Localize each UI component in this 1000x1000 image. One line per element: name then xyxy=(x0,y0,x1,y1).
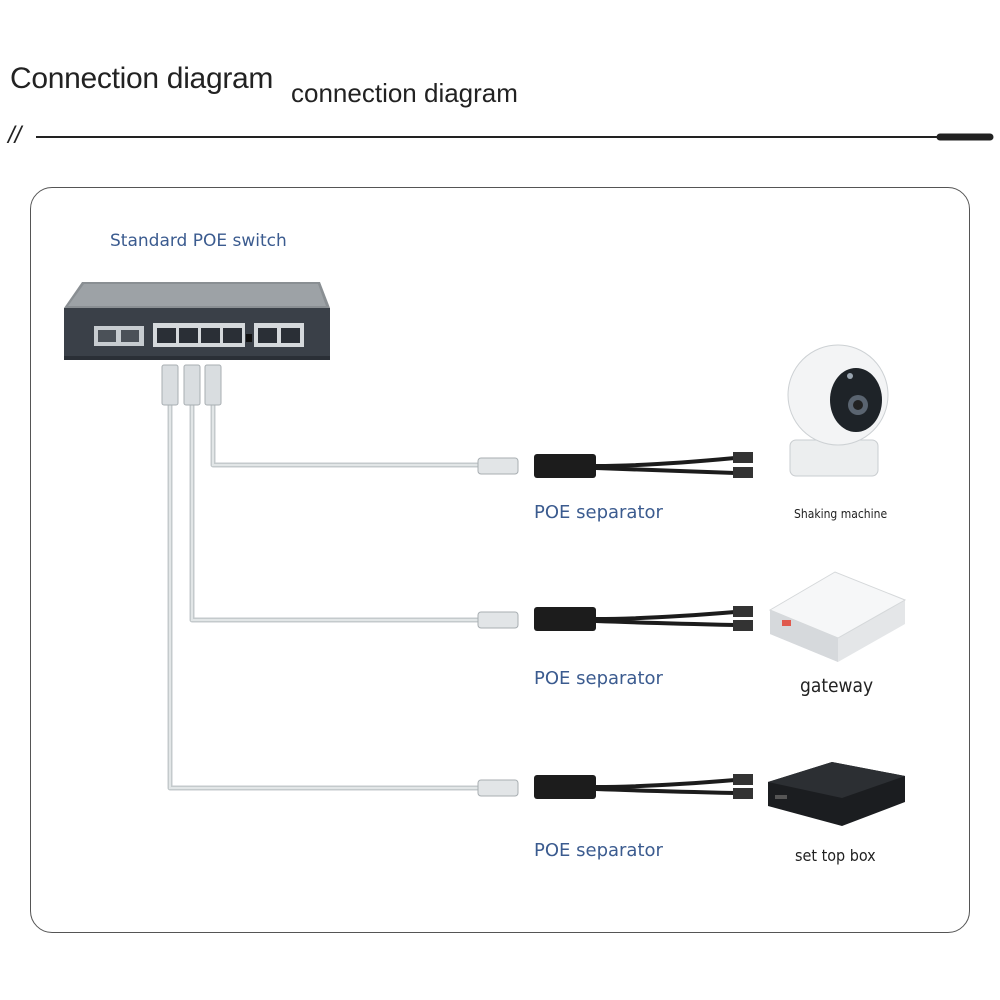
poe-separator-2 xyxy=(477,606,753,631)
device-label-2: gateway xyxy=(800,675,874,697)
diagram-title: Connection diagram xyxy=(10,62,274,95)
device-label-3: set top box xyxy=(795,846,876,865)
gateway-icon xyxy=(768,571,907,662)
device-label-1: Shaking machine xyxy=(794,507,888,521)
switch-label: Standard POE switch xyxy=(110,231,287,251)
poe-separator-3 xyxy=(477,774,753,799)
diagram-panel xyxy=(30,187,970,933)
poe-switch xyxy=(64,282,330,360)
separator-label-2: POE separator xyxy=(534,668,663,689)
poe-separator-1 xyxy=(477,452,753,478)
set-top-box-icon xyxy=(768,762,905,826)
ptz-camera-icon xyxy=(787,344,889,477)
switch-plugs xyxy=(161,364,222,406)
separator-label-3: POE separator xyxy=(534,840,663,861)
separator-label-1: POE separator xyxy=(534,502,663,523)
diagram-subtitle: connection diagram xyxy=(291,78,518,108)
header-slashes: // xyxy=(8,122,22,149)
